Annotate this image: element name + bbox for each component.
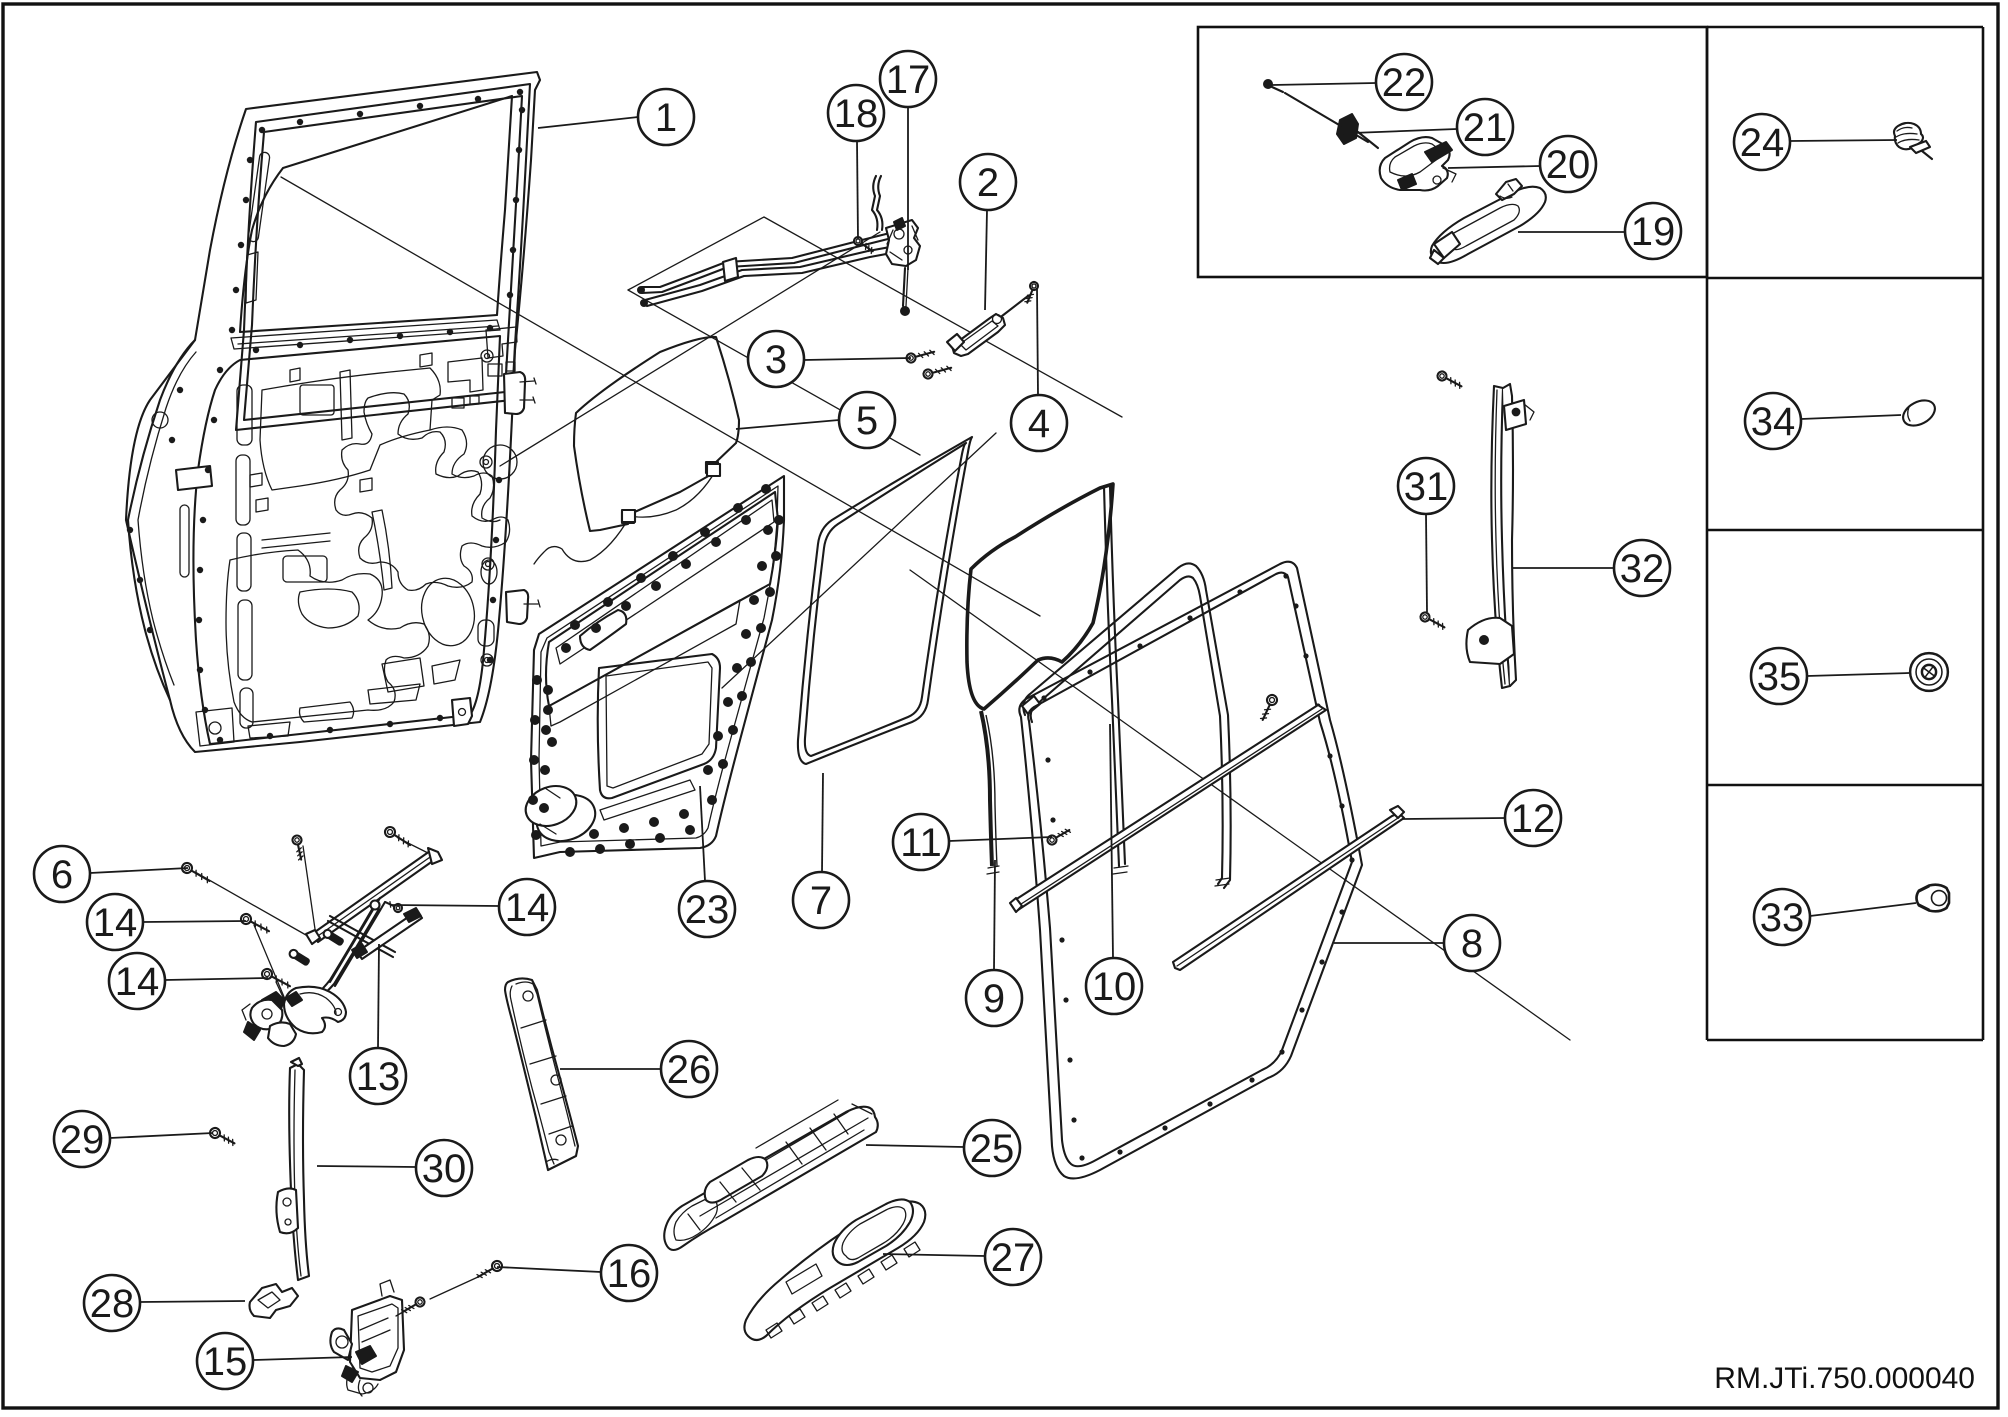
svg-text:26: 26 — [667, 1048, 712, 1092]
svg-text:27: 27 — [991, 1236, 1036, 1280]
svg-text:29: 29 — [60, 1118, 105, 1162]
svg-text:22: 22 — [1382, 61, 1427, 105]
svg-text:20: 20 — [1546, 143, 1591, 187]
svg-text:35: 35 — [1757, 655, 1802, 699]
svg-text:7: 7 — [810, 879, 832, 923]
svg-text:14: 14 — [115, 960, 160, 1004]
svg-text:31: 31 — [1404, 465, 1449, 509]
svg-text:30: 30 — [422, 1147, 467, 1191]
svg-text:3: 3 — [765, 338, 787, 382]
svg-text:32: 32 — [1620, 547, 1665, 591]
svg-text:13: 13 — [356, 1055, 401, 1099]
svg-text:33: 33 — [1760, 896, 1805, 940]
svg-text:18: 18 — [834, 92, 879, 136]
svg-text:8: 8 — [1461, 922, 1483, 966]
svg-text:4: 4 — [1028, 402, 1050, 446]
svg-text:23: 23 — [685, 888, 730, 932]
svg-text:2: 2 — [977, 161, 999, 205]
svg-text:17: 17 — [886, 58, 931, 102]
svg-text:34: 34 — [1751, 400, 1796, 444]
svg-text:9: 9 — [983, 977, 1005, 1021]
svg-text:6: 6 — [51, 853, 73, 897]
svg-text:25: 25 — [970, 1127, 1015, 1171]
svg-text:19: 19 — [1631, 210, 1676, 254]
svg-text:1: 1 — [655, 96, 677, 140]
svg-text:5: 5 — [856, 399, 878, 443]
svg-text:24: 24 — [1740, 121, 1785, 165]
svg-text:11: 11 — [900, 821, 942, 865]
svg-text:15: 15 — [203, 1340, 248, 1384]
svg-text:RM.JTi.750.000040: RM.JTi.750.000040 — [1714, 1362, 1975, 1395]
svg-text:28: 28 — [90, 1282, 135, 1326]
svg-text:14: 14 — [505, 886, 550, 930]
svg-text:21: 21 — [1463, 106, 1508, 150]
svg-text:10: 10 — [1092, 965, 1137, 1009]
svg-text:12: 12 — [1511, 797, 1556, 841]
svg-text:16: 16 — [607, 1252, 652, 1296]
svg-text:14: 14 — [93, 901, 138, 945]
